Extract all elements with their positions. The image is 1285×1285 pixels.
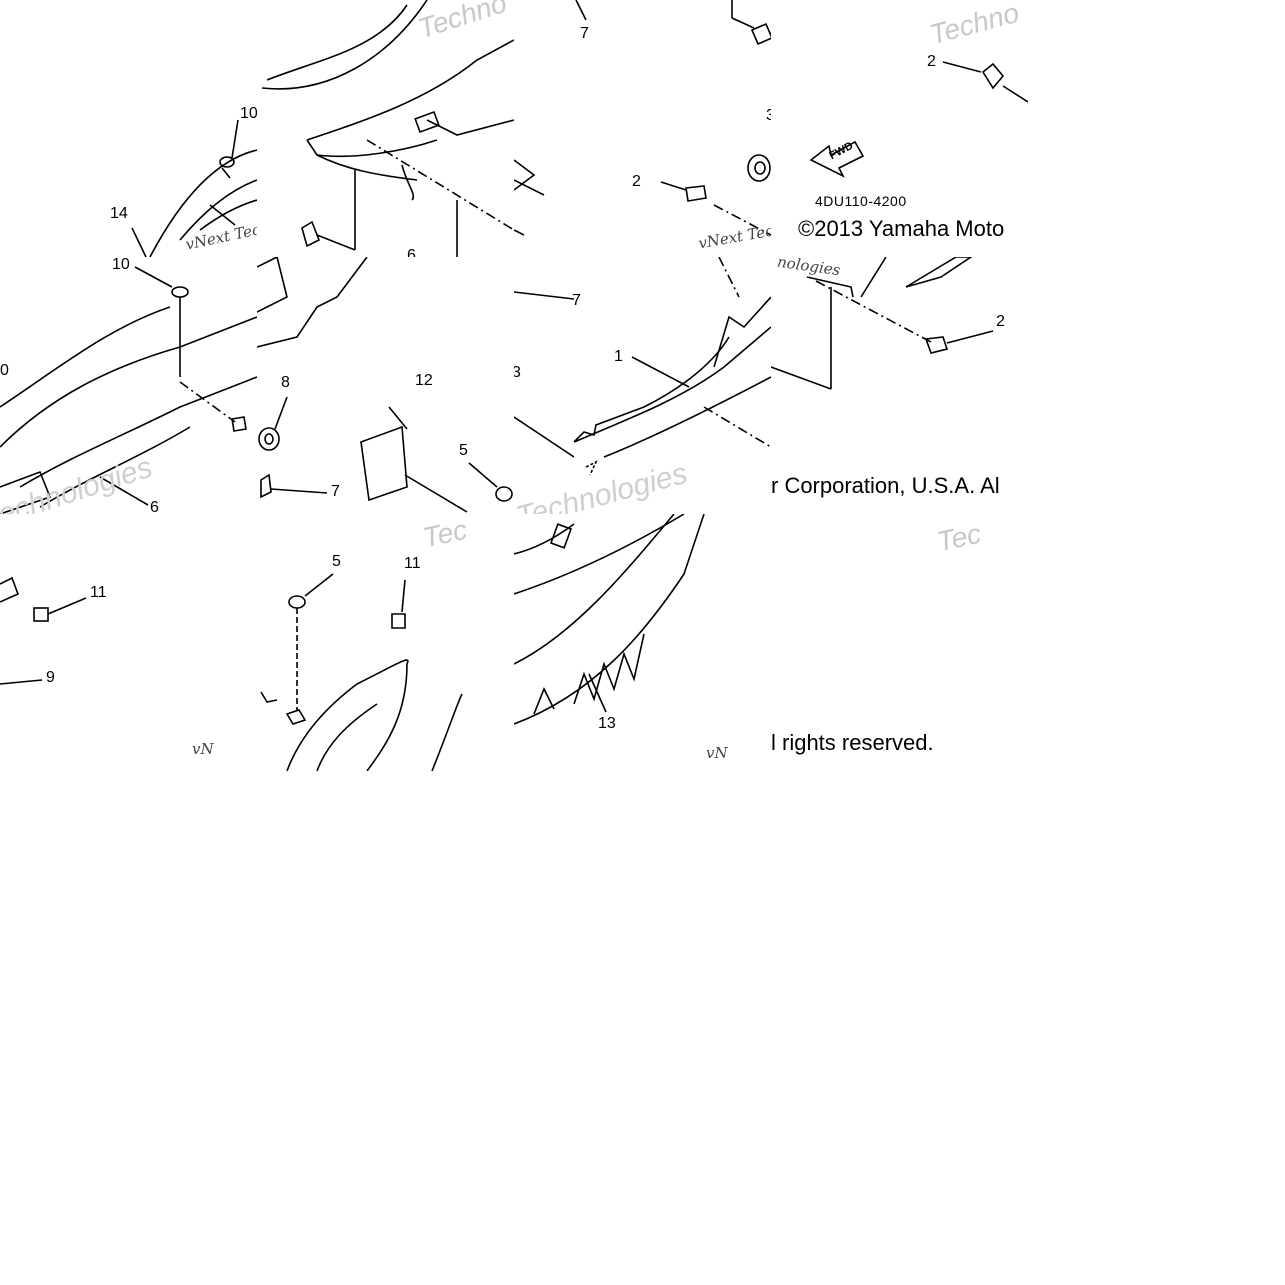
tile-r2c2-drawing [257, 257, 513, 513]
tile-r3c1-drawing [0, 576, 87, 685]
callout-10-top: 10 [240, 105, 257, 122]
callout-9: 9 [46, 669, 55, 686]
tile-r1c1-drawing [131, 119, 257, 257]
callout-3-top: 3 [766, 107, 771, 124]
diagram-tile-r1c4: Techno 2 FWD 4DU110-4200 ©2013 Yamaha Mo… [771, 0, 1028, 257]
callout-7-low: 7 [331, 483, 340, 500]
diagram-tile-r1c3: 7 3 2 vNext Tec [514, 0, 771, 257]
tile-r2c3-drawing [514, 257, 771, 476]
callout-13: 13 [598, 715, 616, 732]
copyright-line-2: r Corporation, U.S.A. Al [771, 473, 1000, 498]
diagram-tile-r1c1: 10 14 vNext Tec [0, 0, 257, 257]
callout-14: 14 [110, 205, 128, 222]
diagram-tile-r3c4: Tec l rights reserved. [771, 514, 1028, 771]
callout-11-low: 11 [404, 555, 421, 572]
callout-3-mid: 3 [514, 364, 521, 381]
watermark-tec-right: Tec [934, 517, 984, 558]
tile-r1c4-drawing [809, 61, 1028, 178]
callout-7-mid: 7 [572, 292, 581, 309]
callout-2-right: 2 [996, 313, 1005, 330]
callout-6-top: 6 [407, 247, 416, 258]
tile-r2c1-drawing [0, 266, 257, 514]
callout-8: 8 [281, 374, 290, 391]
copyright-line-3: l rights reserved. [771, 730, 934, 755]
callout-2-top-right: 2 [927, 53, 936, 70]
copyright-line-1: ©2013 Yamaha Moto [798, 216, 1005, 241]
tile-r1c3-drawing [514, 0, 771, 236]
diagram-tile-r2c4: nologies 2 r Corporation, U.S.A. Al [771, 257, 1028, 514]
callout-11-left: 11 [90, 584, 107, 601]
callout-10-mid: 10 [112, 257, 130, 273]
diagram-tile-r2c1: 10 0 6 Technologies [0, 257, 257, 514]
callout-5-mid: 5 [459, 442, 468, 459]
tile-r3c3-drawing [514, 514, 705, 725]
diagram-tile-r3c3: 13 vN [514, 514, 771, 771]
callout-12: 12 [415, 372, 433, 389]
callout-7-top: 7 [580, 25, 589, 42]
callout-6: 6 [150, 499, 159, 515]
callout-5-low: 5 [332, 553, 341, 570]
callout-0-left: 0 [0, 362, 9, 379]
callout-1: 1 [614, 348, 623, 365]
diagram-tile-r3c2: 5 11 Tec [257, 514, 514, 771]
diagram-tile-r2c3: 7 3 4 1 Technologies [514, 257, 771, 514]
diagram-tile-r3c1: 11 9 vN [0, 514, 257, 771]
diagram-tile-r2c2: 8 12 5 7 [257, 257, 514, 514]
tile-r1c2-drawing [261, 0, 514, 257]
tile-r3c2-drawing [260, 573, 463, 771]
part-code: 4DU110-4200 [815, 193, 907, 209]
callout-2-mid: 2 [632, 173, 641, 190]
tile-r2c4-drawing [771, 257, 994, 390]
diagram-tile-r1c2: Techno 6 [257, 0, 514, 257]
